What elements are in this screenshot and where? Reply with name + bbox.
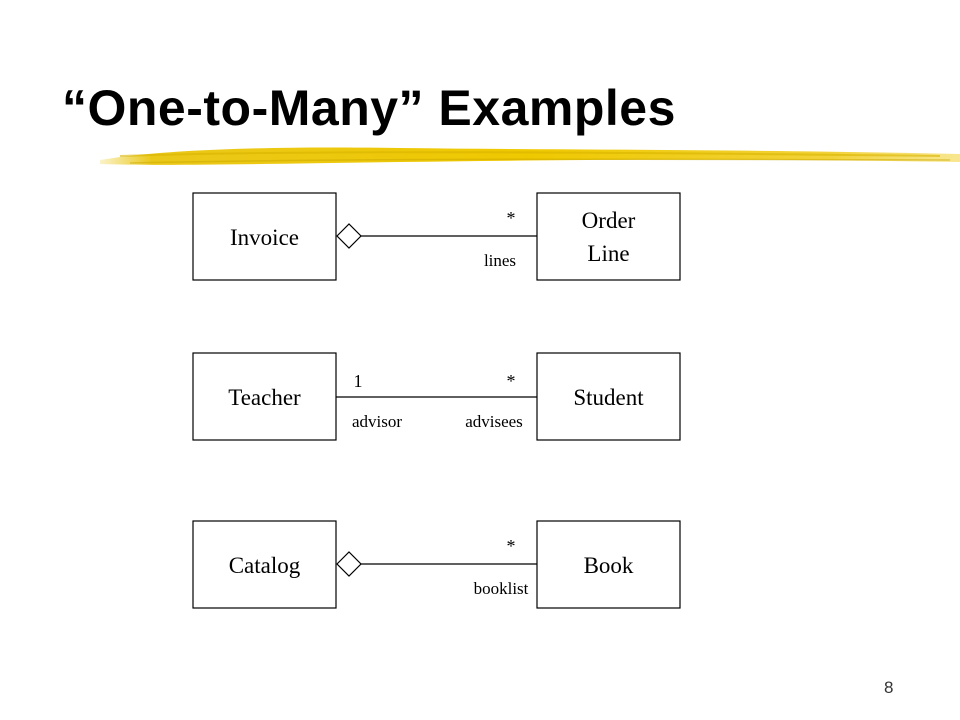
role-label-lines: lines (484, 251, 516, 270)
class-box-student[interactable] (536, 352, 681, 441)
multiplicity-label: * (507, 208, 516, 228)
aggregation-diamond-icon (336, 223, 362, 249)
role-label-advisor: advisor (352, 412, 402, 431)
slide-title: “One-to-Many” Examples (62, 80, 676, 136)
title-highlight-stroke (100, 147, 960, 165)
class-box-catalog[interactable] (192, 520, 337, 609)
aggregation-diamond-icon (336, 551, 362, 577)
class-label-book: Book (584, 553, 634, 578)
class-box-teacher[interactable] (192, 352, 337, 441)
class-box-invoice[interactable] (192, 192, 337, 281)
class-label-student: Student (573, 385, 644, 410)
association-row-teacher: Teacher Student 1 advisor * advisees (192, 352, 681, 441)
class-box-order-line[interactable] (536, 192, 681, 281)
role-label-booklist: booklist (474, 579, 529, 598)
class-label-order-line-1: Order (582, 208, 636, 233)
multiplicity-label: * (507, 536, 516, 556)
class-label-catalog: Catalog (229, 553, 301, 578)
class-box-book[interactable] (536, 520, 681, 609)
role-label-advisees: advisees (465, 412, 523, 431)
multiplicity-label-left: 1 (354, 371, 363, 391)
class-label-teacher: Teacher (228, 385, 301, 410)
class-label-invoice: Invoice (230, 225, 299, 250)
multiplicity-label-right: * (507, 371, 516, 391)
association-row-invoice: Invoice Order Line * lines (192, 192, 681, 281)
page-number: 8 (884, 678, 894, 697)
class-label-order-line-2: Line (587, 241, 629, 266)
association-row-catalog: Catalog Book * booklist (192, 520, 681, 609)
